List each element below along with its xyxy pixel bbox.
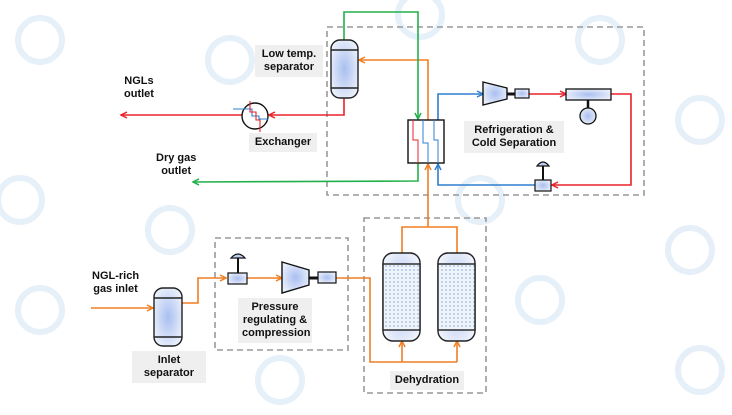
watermark <box>0 0 725 405</box>
compression-boundary <box>214 237 349 351</box>
dehydration-tower-1 <box>382 252 421 342</box>
label-line: Pressure <box>251 301 299 313</box>
label-line: Refrigeration & <box>474 124 554 136</box>
label-line: separator <box>143 367 195 379</box>
label-line: outlet <box>124 88 154 100</box>
dehydration-tower-2 <box>437 252 476 342</box>
label-line: NGLs <box>124 75 154 87</box>
refrigeration-compressor <box>482 81 530 106</box>
pressure-compression-label: Pressure regulating & compression <box>238 298 312 343</box>
refrigeration-label: Refrigeration & Cold Separation <box>464 121 564 153</box>
dry-gas-outlet-label: Dry gas outlet <box>156 152 196 178</box>
low-temp-separator-label: Low temp. separator <box>255 45 323 77</box>
cold-box-heat-exchanger <box>407 119 445 164</box>
dehydration-label: Dehydration <box>390 371 464 390</box>
label-line: separator <box>263 61 315 73</box>
ngl-rich-gas-inlet-label: NGL-rich gas inlet <box>92 270 139 296</box>
cold-section-boundary <box>326 26 645 196</box>
label-line: Cold Separation <box>471 137 557 149</box>
label-line: Low temp. <box>261 48 317 60</box>
inlet-separator-label: Inlet separator <box>132 351 206 383</box>
gas-flow-lines <box>91 60 457 363</box>
label-line: Inlet <box>157 354 181 366</box>
label-line: regulating & <box>242 314 308 326</box>
ngls-outlet-label: NGLs outlet <box>124 75 154 101</box>
pressure-regulating-valve <box>227 253 248 285</box>
label-line: compression <box>242 327 311 339</box>
low-temp-separator-vessel <box>330 39 359 99</box>
condenser <box>565 88 612 125</box>
hot-stream-lines <box>121 94 632 185</box>
refrigerant-lines <box>438 94 535 186</box>
gas-compressor <box>281 261 337 294</box>
exchanger-icon <box>233 101 269 132</box>
label-line: Dry gas <box>156 152 197 164</box>
inlet-separator-vessel <box>153 287 183 347</box>
exchanger-label: Exchanger <box>249 133 317 152</box>
label-line: outlet <box>161 165 192 177</box>
dehydration-boundary <box>363 217 487 394</box>
label-line: gas inlet <box>93 283 138 295</box>
dry-gas-lines <box>193 11 418 182</box>
expansion-valve <box>534 161 552 192</box>
label-line: NGL-rich <box>92 270 140 282</box>
